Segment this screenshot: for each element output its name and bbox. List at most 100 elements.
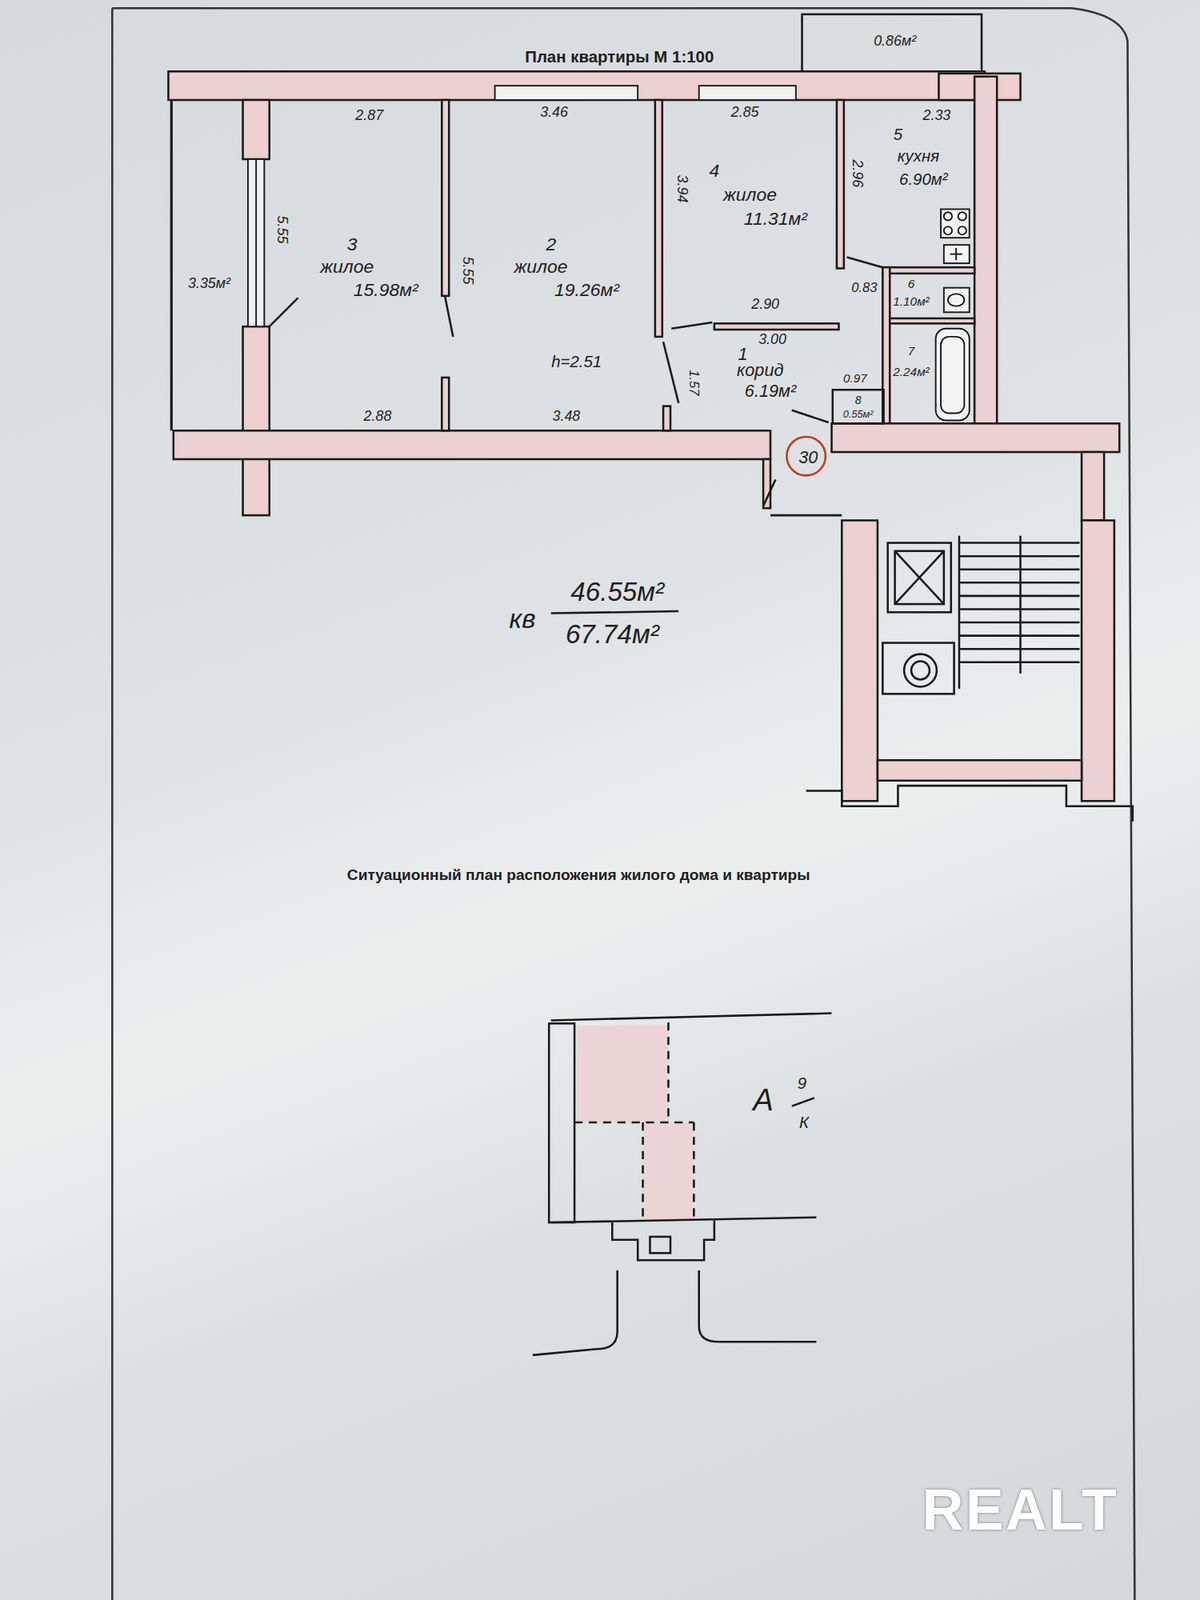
dimension-label: 2.87: [355, 107, 384, 124]
area-label: 3.35м²: [188, 276, 231, 292]
room-number: 7: [908, 345, 916, 360]
stairwell: [888, 543, 952, 613]
dimension-label: 0.83: [851, 280, 877, 296]
plumbing-symbol: [944, 288, 970, 313]
room-label: 30: [798, 448, 818, 468]
room-label: 11.31м²: [744, 209, 808, 230]
dimension-label: 2.90: [751, 296, 780, 312]
balcony: [802, 14, 982, 74]
floor-count: 9: [797, 1074, 807, 1092]
door-swing: [671, 322, 712, 329]
situation-plan: [551, 1217, 817, 1223]
wall: [441, 377, 449, 431]
situation-plan: [667, 1022, 670, 1123]
door-swing: [269, 256, 884, 506]
plumbing-symbol: [944, 226, 952, 235]
door-swing: [269, 297, 299, 327]
stairwell: [895, 551, 944, 604]
window: [248, 85, 796, 327]
window: [248, 159, 264, 327]
room-label: жилое: [513, 257, 568, 278]
fraction-line: [551, 611, 679, 614]
situation-plan: [548, 1023, 575, 1223]
situation-plan: [532, 1270, 618, 1356]
stairwell: [770, 514, 842, 517]
plumbing-symbol: [949, 253, 962, 256]
situation-plan: [532, 1013, 832, 1356]
room-number: 2: [545, 234, 556, 255]
door-swing: [847, 256, 884, 268]
sheet-frame: [112, 8, 1135, 1600]
situation-plan: [649, 1236, 671, 1253]
dimension-label: 2.85: [731, 104, 760, 120]
door-swing: [792, 410, 829, 423]
situation-plan: [574, 1121, 694, 1124]
room-number: 3: [347, 234, 358, 255]
room-label: жилое: [723, 185, 777, 206]
plumbing-symbol: [958, 226, 967, 235]
room: 3жилое15.98м²: [270, 102, 442, 429]
dimension-label: 2.96: [849, 159, 866, 188]
area-label: 46.55м²: [570, 577, 664, 607]
situation-plan: [699, 1270, 817, 1342]
thin-wall: [171, 100, 884, 431]
situation-plan: [641, 1122, 644, 1220]
room-label: 2.24м²: [892, 365, 929, 380]
room-label: 6.19м²: [744, 382, 796, 402]
area-label: 0.86м²: [873, 32, 916, 49]
stairwell: [895, 551, 944, 604]
stairwell: [959, 543, 1080, 663]
plumbing-symbol: [948, 293, 964, 306]
room-label: 6.90м²: [899, 170, 948, 188]
room-number: 8: [855, 393, 862, 406]
room: 61.10м²: [889, 273, 975, 319]
wall-material: К: [799, 1113, 809, 1132]
dimension-label: 5.55: [459, 256, 476, 285]
dimension-label: 3.46: [540, 104, 568, 120]
stairwell: [806, 785, 1133, 822]
room-label: 0.55м²: [843, 408, 874, 420]
thin-wall: [170, 100, 173, 431]
sheet-frame: [111, 8, 114, 1600]
stairwell: [882, 643, 954, 695]
height-label: h=2.51: [551, 353, 602, 372]
plumbing-symbol: [940, 336, 964, 414]
wall: [1081, 520, 1115, 802]
stairwell: [958, 536, 961, 689]
room-label: жилое: [320, 257, 374, 278]
dimension-label: 2.88: [364, 408, 392, 425]
room: 7 2.24м²: [889, 323, 975, 424]
wall: [974, 76, 997, 429]
room-label: кухня: [897, 147, 940, 165]
dimension-label: 5.55: [273, 216, 290, 244]
room: 2жилое19.26м²: [448, 102, 656, 429]
dimension-label: 2.33: [923, 107, 952, 124]
plumbing-symbol: [936, 208, 970, 420]
watermark: REALT: [922, 1478, 1120, 1542]
situation-plan: [692, 1122, 696, 1220]
wall: [832, 423, 1120, 452]
plumbing-symbol: [958, 212, 967, 220]
dimension-label: 1.57: [686, 369, 701, 396]
dimension-label: 0.97: [843, 372, 868, 386]
wall: [168, 71, 1120, 801]
plumbing-symbol: [944, 244, 970, 264]
situation-plan: [612, 1220, 715, 1261]
section-heading: Ситуационный план расположения жилого до…: [347, 867, 811, 884]
plumbing-symbol: [944, 212, 952, 220]
dimension-label: 3.94: [673, 175, 690, 204]
wall: [655, 100, 663, 337]
wall: [168, 71, 984, 100]
stairwell: [877, 760, 1082, 781]
situation-plan: [551, 1013, 832, 1021]
building-letter: А: [752, 1083, 774, 1117]
door-swing: [663, 341, 679, 404]
sheet-frame: [112, 8, 1135, 1600]
room-label: 15.98м²: [353, 280, 419, 301]
door-swing: [444, 296, 453, 337]
plan-title: План квартиры М 1:100: [524, 48, 714, 66]
area-label: 67.74м²: [565, 620, 660, 649]
room-number: 5: [893, 125, 903, 144]
room-label: 1.10м²: [892, 295, 929, 309]
